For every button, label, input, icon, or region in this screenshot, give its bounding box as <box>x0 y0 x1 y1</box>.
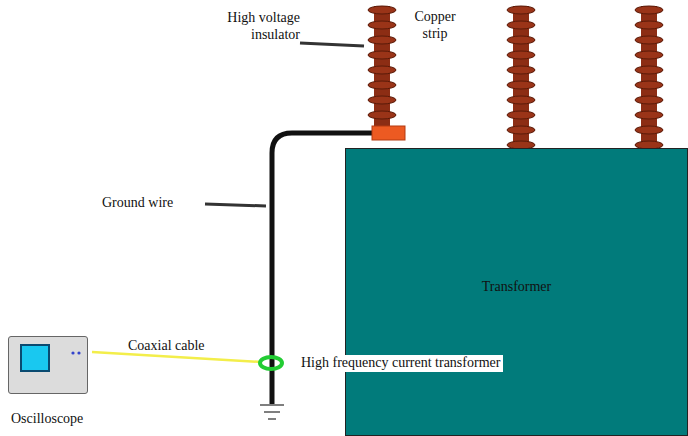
insulator-shed <box>507 81 535 89</box>
node-caption: Oscilloscope <box>11 411 83 427</box>
current-transformer-ring <box>260 357 282 369</box>
insulator-shed <box>635 51 663 59</box>
insulator-shed <box>368 66 396 74</box>
insulator-shed <box>507 6 535 14</box>
insulator-shed <box>507 126 535 134</box>
part-label: Copper strip <box>404 9 466 43</box>
insulator-shed <box>635 66 663 74</box>
oscilloscope-face <box>9 337 87 393</box>
insulator-shed <box>635 96 663 104</box>
leader-line <box>205 204 266 206</box>
node-title: Transformer <box>482 279 551 295</box>
insulator-shed <box>368 21 396 29</box>
leader-line <box>300 43 364 46</box>
insulator-shed <box>368 6 396 14</box>
insulator-shed <box>635 111 663 119</box>
transformer-tank: Transformer <box>345 148 688 436</box>
insulator-shed <box>507 111 535 119</box>
insulator-shed <box>507 21 535 29</box>
insulator-shed <box>507 66 535 74</box>
ground-symbol <box>260 405 284 419</box>
part-label: High voltage insulator <box>208 10 300 44</box>
oscilloscope: Oscilloscope <box>8 336 88 394</box>
insulator-shed <box>507 96 535 104</box>
copper-strip <box>372 126 405 140</box>
insulator-shed <box>635 81 663 89</box>
part-label: Coaxial cable <box>128 338 238 355</box>
insulator-shed <box>368 81 396 89</box>
part-label: Ground wire <box>102 195 206 212</box>
insulator-shed <box>368 36 396 44</box>
insulator-shed <box>368 96 396 104</box>
insulators <box>368 6 663 150</box>
part-label: High frequency current transformer <box>298 355 503 372</box>
insulator-shed <box>635 126 663 134</box>
coaxial-cable <box>92 352 262 362</box>
insulator-shed <box>507 36 535 44</box>
insulator-shed <box>635 21 663 29</box>
insulator-shed <box>507 51 535 59</box>
insulator-shed <box>635 36 663 44</box>
insulator-shed <box>368 51 396 59</box>
insulator-shed <box>368 111 396 119</box>
insulator-shed <box>635 6 663 14</box>
